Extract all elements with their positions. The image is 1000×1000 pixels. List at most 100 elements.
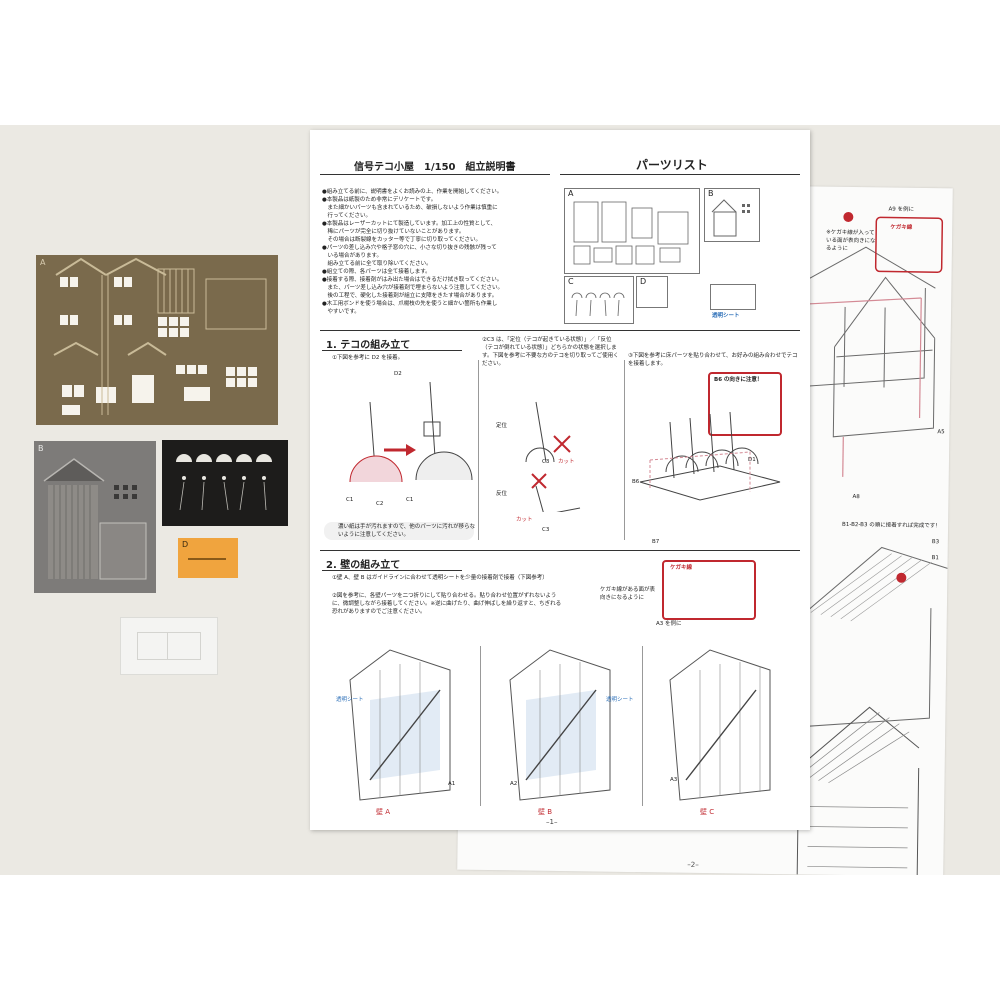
intro-line: ●木工用ボンドを使う場合は、爪楊枝の先を使うと細かい箇所も作業し xyxy=(322,301,498,307)
cut-label-2: カット xyxy=(516,517,533,523)
strip-cutout xyxy=(188,558,226,560)
kegaki-label: ケガキ線 xyxy=(670,565,693,571)
instruction-page-2: A9 を例に ケガキ線 ※ケガキ線が入っている面が表向きになるように A5 A8… xyxy=(457,181,953,875)
kegaki-callout xyxy=(662,560,756,620)
label-b3: B3 xyxy=(931,539,940,546)
clear-sheet-tag-b: 透明シート xyxy=(606,697,634,703)
parts-c-drawing xyxy=(571,292,625,317)
sheet-b-label: B xyxy=(38,444,44,453)
intro-line: ●組み立てる前に、説明書をよくお読みの上、作業を開始してください。 xyxy=(322,189,503,195)
parts-box-b xyxy=(704,188,760,242)
product-photo: A xyxy=(0,125,1000,875)
s2-divider-a xyxy=(480,646,481,806)
part-d1: D1 xyxy=(748,457,756,463)
label-a5: A5 xyxy=(937,429,945,436)
clear-sheet xyxy=(120,617,218,675)
a3-note: A3 を例に xyxy=(656,621,682,627)
b-order-note: B1-B2-B3 の順に接着すれば完成です！ xyxy=(842,521,941,530)
intro-line: また、パーツ差し込み穴が接着剤で埋まらないよう注意してください。 xyxy=(322,285,503,291)
intro-line: 組み立てる前に全て取り除いてください。 xyxy=(322,261,432,267)
intro-line: ●接着する際、接着剤がはみ出た場合はできるだけ拭き取ってください。 xyxy=(322,277,503,283)
b6-callout xyxy=(708,372,782,436)
cut-label-1: カット xyxy=(558,459,575,465)
sheet-a-cutouts xyxy=(53,257,267,415)
label-b1: B1 xyxy=(931,555,939,562)
kegaki-note: ケガキ線がある面が表向きになるように xyxy=(600,587,656,601)
s1-step1: ①下図を参考に D2 を接着。 xyxy=(332,355,404,361)
parts-label-d: D xyxy=(640,277,647,286)
part-d2: D2 xyxy=(394,371,402,377)
instruction-page-1: 信号テコ小屋 1/150 組立説明書 パーツリスト ●組み立てる前に、説明書をよ… xyxy=(310,130,810,830)
part-c1-a: C1 xyxy=(346,497,354,503)
part-c3-a: C3 xyxy=(542,459,550,465)
part-c1-b: C1 xyxy=(406,497,414,503)
section2-underline xyxy=(322,570,462,571)
parts-box-a xyxy=(564,188,700,274)
kit-sheet-a: A xyxy=(36,255,278,425)
intro-line: ●パーツの差し込み穴や格子窓の穴に、小さな切り抜きの残骸が残って xyxy=(322,245,497,251)
kit-sheet-b: B xyxy=(34,441,156,593)
intro-line: その場合は断裂線をカッター等で丁寧に切り取ってください。 xyxy=(322,237,482,243)
clear-sheet-tag-a: 透明シート xyxy=(336,697,364,703)
divider-2 xyxy=(320,550,800,551)
sheet-a-label: A xyxy=(40,258,46,267)
s1-step2: ②C3 は、「定位（テコが起きている状態）」／「反位（テコが倒れている状態）」ど… xyxy=(482,337,619,367)
clear-sheet-divider xyxy=(167,632,168,660)
label-a8: A8 xyxy=(852,494,860,501)
parts-box-d xyxy=(636,276,668,308)
s2-divider-b xyxy=(642,646,643,806)
b6-warning: B6 の向きに注意！ xyxy=(714,377,763,383)
lever-cutouts xyxy=(176,454,272,511)
wall-part-a1: A1 xyxy=(448,781,456,787)
kit-sheet-c-levers xyxy=(162,440,288,526)
s1-step3: ③下図を参考に床パーツを貼り合わせて、お好みの組み合わせでテコを接着します。 xyxy=(628,353,798,367)
sheet-b-cutouts xyxy=(43,458,147,580)
title-underline xyxy=(320,174,550,175)
manual-title: 信号テコ小屋 1/150 組立説明書 xyxy=(354,162,516,173)
wall-part-a3: A3 xyxy=(670,777,678,783)
parts-label-a: A xyxy=(568,189,574,198)
intro-line: ●本製品はレーザーカットにて製造しています。加工上の性質として、 xyxy=(322,221,497,227)
sheet-d-label: D xyxy=(182,540,189,549)
part-c2: C2 xyxy=(376,501,384,507)
intro-line: 行ってください。 xyxy=(322,213,372,219)
part-b7: B7 xyxy=(652,539,660,545)
intro-notes: ●組み立てる前に、説明書をよくお読みの上、作業を開始してください。 ●本製品は紙… xyxy=(322,188,562,316)
section2-drawings xyxy=(349,649,771,801)
teii-label: 定位 xyxy=(496,423,508,429)
s2-step1: ①壁 A、壁 B はガイドラインに合わせて透明シートを少量の接着剤で接着（下図参… xyxy=(332,575,548,581)
glue-warning-box xyxy=(324,522,474,540)
parts-label-b: B xyxy=(708,189,714,198)
glue-warning: 濃い紙は手が汚れますので、他のパーツに汚れが移らないように注意してください。 xyxy=(338,524,476,538)
s1-divider-a xyxy=(478,360,479,540)
wall-label-a: 壁 A xyxy=(376,808,391,816)
part-c3-b: C3 xyxy=(542,527,550,533)
kit-sheet-d: D xyxy=(178,538,238,578)
page2-number: –2– xyxy=(687,860,699,869)
s1-divider-b xyxy=(624,360,625,540)
parts-box-c xyxy=(564,276,634,324)
intro-line: ●本製品は紙製のため非常にデリケートです。 xyxy=(322,197,437,203)
clear-sheet-guide xyxy=(137,632,201,660)
divider-1 xyxy=(320,330,800,331)
parts-list-title: パーツリスト xyxy=(636,158,708,172)
clear-sheet-part xyxy=(710,284,756,310)
parts-label-c: C xyxy=(568,277,574,286)
section1-underline xyxy=(322,350,462,351)
intro-line: また細かいパーツも含まれているため、破損しないよう作業は慎重に xyxy=(322,205,498,211)
s2-step2: ②図を参考に、各壁パーツを二つ折りにして貼り合わせる。貼り合わせ位置がずれないよ… xyxy=(332,593,562,615)
kegaki-note-p2: ※ケガキ線が入っている面が表向きになるように xyxy=(825,229,876,252)
intro-line: 稀にパーツが完全に切り抜けていないことがあります。 xyxy=(322,229,465,235)
wall-part-a2: A2 xyxy=(510,781,518,787)
parts-b-drawing xyxy=(711,199,750,237)
part-b6: B6 xyxy=(632,479,640,485)
section1-title: 1. テコの組み立て xyxy=(326,340,411,351)
wall-label-c: 壁 C xyxy=(700,808,715,816)
section2-title: 2. 壁の組み立て xyxy=(326,560,401,571)
page2-drawings xyxy=(788,211,948,875)
hani-label: 反位 xyxy=(496,491,508,497)
intro-line: 後の工程で、硬化した接着剤が組立に支障をきたす場合があります。 xyxy=(322,293,498,299)
intro-line: やすいです。 xyxy=(322,309,360,315)
kegaki-label-p2: ケガキ線 xyxy=(890,224,913,231)
parts-underline xyxy=(560,174,800,175)
